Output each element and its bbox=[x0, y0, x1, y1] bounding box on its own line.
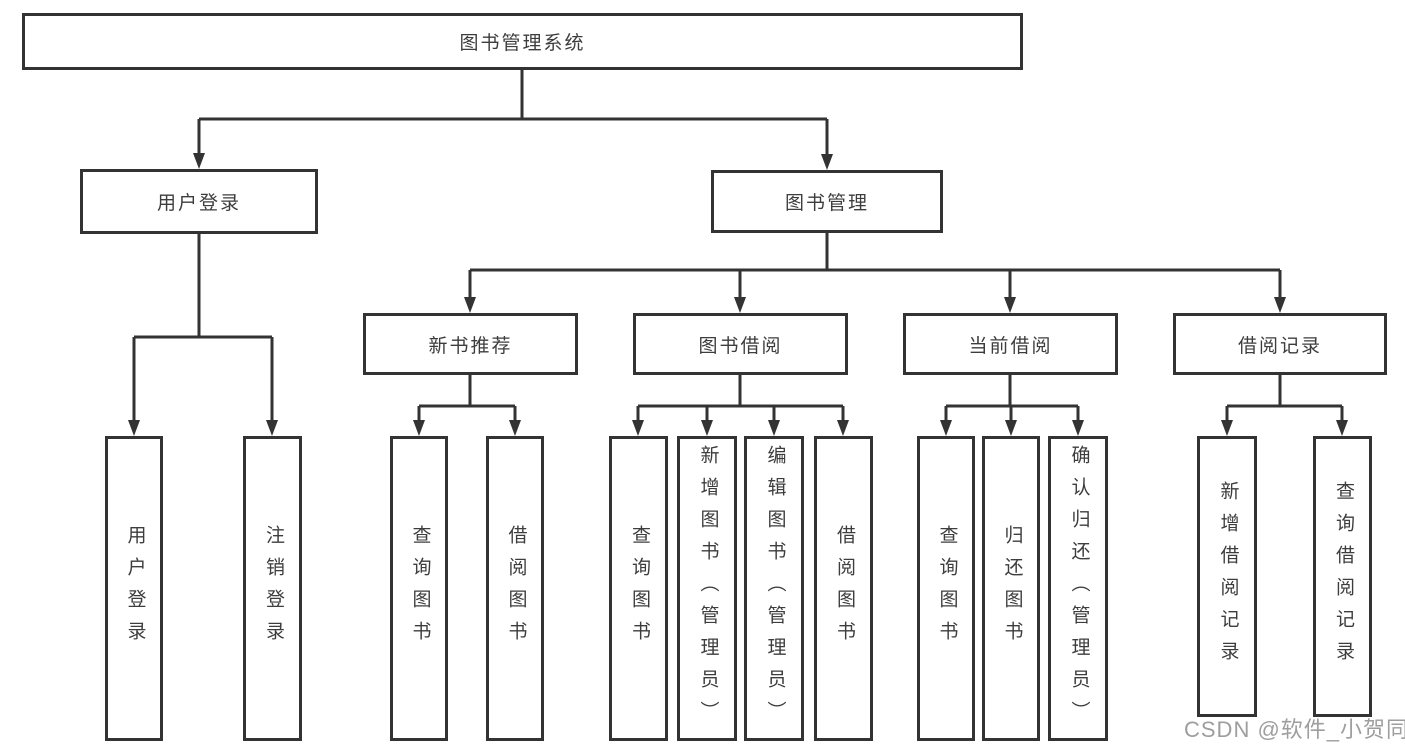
node-label: 查询图书 bbox=[628, 524, 650, 653]
connector-userlogin-to-leaves bbox=[132, 233, 274, 421]
leaf-query-books-borrow: 查询图书 bbox=[609, 436, 668, 741]
leaf-add-borrow-record: 新增借阅记录 bbox=[1197, 436, 1257, 717]
node-new-book-recommend: 新书推荐 bbox=[363, 313, 578, 375]
connector-root-to-level2 bbox=[197, 70, 829, 155]
node-root: 图书管理系统 bbox=[22, 13, 1023, 70]
node-label: 当前借阅 bbox=[968, 335, 1053, 357]
node-label: 借阅图书 bbox=[505, 524, 527, 653]
node-label: 用户登录 bbox=[124, 524, 146, 653]
node-label: 归还图书 bbox=[1001, 524, 1023, 653]
connector-bookmgmt-to-level3 bbox=[468, 233, 1282, 298]
leaf-query-books-current: 查询图书 bbox=[917, 436, 975, 741]
leaf-add-books-admin: 新增图书（管理员） bbox=[677, 436, 737, 741]
node-borrow-records: 借阅记录 bbox=[1173, 313, 1387, 375]
node-root-label: 图书管理系统 bbox=[459, 33, 586, 54]
node-label: 查询图书 bbox=[936, 524, 958, 653]
connector-records-to-leaves bbox=[1225, 375, 1344, 421]
node-label: 借阅记录 bbox=[1237, 335, 1322, 357]
connector-current-to-leaves bbox=[944, 375, 1080, 421]
leaf-query-books-recommend: 查询图书 bbox=[390, 436, 448, 741]
node-label: 查询借阅记录 bbox=[1332, 480, 1354, 673]
node-label: 查询图书 bbox=[409, 524, 431, 653]
watermark-text: CSDN @软件_小贺同学 bbox=[1184, 717, 1405, 742]
node-label: 图书管理 bbox=[784, 193, 869, 214]
leaf-confirm-return-admin: 确认归还（管理员） bbox=[1048, 436, 1108, 741]
leaf-borrow-books: 借阅图书 bbox=[814, 436, 873, 741]
node-label: 编辑图书（管理员） bbox=[764, 444, 786, 733]
node-label: 新书推荐 bbox=[428, 335, 513, 357]
leaf-borrow-books-recommend: 借阅图书 bbox=[486, 436, 544, 741]
node-user-login-group: 用户登录 bbox=[80, 169, 318, 234]
node-label: 注销登录 bbox=[262, 524, 284, 653]
leaf-edit-books-admin: 编辑图书（管理员） bbox=[744, 436, 804, 741]
leaf-user-login: 用户登录 bbox=[105, 436, 163, 741]
node-label: 借阅图书 bbox=[833, 524, 855, 653]
leaf-logout: 注销登录 bbox=[243, 436, 302, 741]
leaf-query-borrow-record: 查询借阅记录 bbox=[1313, 436, 1372, 717]
node-book-borrow: 图书借阅 bbox=[633, 313, 848, 375]
connector-borrow-to-leaves bbox=[636, 375, 845, 421]
connector-newbook-to-leaves bbox=[417, 375, 517, 421]
arrowheads bbox=[128, 153, 1348, 436]
node-label: 用户登录 bbox=[156, 193, 241, 214]
node-label: 新增图书（管理员） bbox=[697, 444, 719, 733]
node-label: 确认归还（管理员） bbox=[1068, 444, 1090, 733]
node-label: 新增借阅记录 bbox=[1217, 480, 1239, 673]
leaf-return-books: 归还图书 bbox=[982, 436, 1040, 741]
node-book-management-group: 图书管理 bbox=[711, 170, 943, 233]
node-current-borrow: 当前借阅 bbox=[903, 313, 1118, 375]
node-label: 图书借阅 bbox=[698, 335, 783, 357]
